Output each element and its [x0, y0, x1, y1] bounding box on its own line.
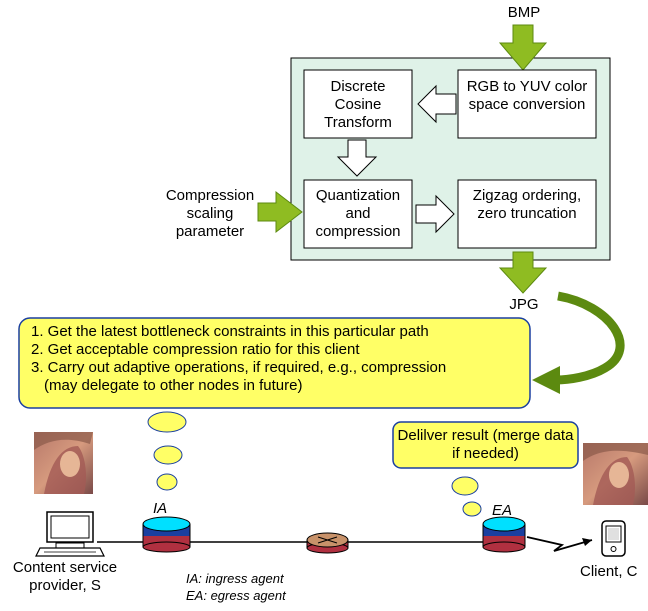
ia-router-icon [142, 516, 191, 553]
steps-note-text: 1. Get the latest bottleneck constraints… [31, 323, 526, 395]
step-3-text: 3. Carry out adaptive operations, if req… [31, 359, 447, 376]
dct-box [303, 69, 413, 139]
dct-label: Discrete Cosine Transform [324, 78, 392, 131]
ia-label: IA [153, 500, 168, 517]
ia-bubble-small [156, 473, 178, 491]
dct-to-quant-arrow [336, 139, 378, 177]
quantization-label: Quantization and compression [315, 187, 401, 240]
step-2-text: 2. Get acceptable compression ratio for … [31, 341, 360, 358]
rgb-to-yuv-label: RGB to YUV color space conversion [466, 78, 588, 113]
scaling-param-arrow [257, 190, 303, 234]
middle-router-icon [306, 532, 349, 554]
legend-ea-text: EA: egress agent [186, 588, 286, 603]
ea-bubble-medium [451, 476, 479, 496]
deliver-note-text: Delilver result (merge data if needed) [397, 427, 574, 462]
curved-return-arrowhead [532, 366, 560, 394]
zigzag-label: Zigzag ordering, zero truncation [472, 187, 582, 222]
ea-bubble-small [462, 501, 482, 517]
curved-return-arrow [555, 291, 625, 385]
server-computer-icon [35, 511, 105, 557]
server-label: Content service provider, S [12, 559, 118, 594]
rgb-to-dct-arrow [417, 84, 457, 124]
rgb-to-yuv-box [457, 69, 597, 139]
wireless-link-icon [526, 536, 593, 552]
lena-image-client [583, 443, 648, 505]
zigzag-box [457, 179, 597, 249]
step-1-text: 1. Get the latest bottleneck constraints… [31, 323, 429, 340]
jpg-output-arrow [498, 251, 548, 294]
step-3-continuation-text: (may delegate to other nodes in future) [44, 377, 303, 394]
deliver-note-box [392, 421, 579, 469]
quantization-box [303, 179, 413, 249]
quant-to-zigzag-arrow [415, 194, 455, 234]
legend-ia-text: IA: ingress agent [186, 571, 284, 586]
client-pda-icon [601, 520, 626, 557]
bmp-label: BMP [507, 4, 541, 21]
scaling-param-label: Compression scaling parameter [165, 187, 255, 240]
ia-bubble-large [147, 411, 187, 433]
ea-router-icon [482, 516, 526, 553]
lena-image-source [34, 432, 93, 494]
client-label: Client, C [580, 563, 638, 580]
ia-bubble-medium [153, 445, 183, 465]
bmp-input-arrow [498, 24, 548, 71]
steps-note-box [18, 317, 531, 409]
ea-label: EA [492, 502, 513, 519]
jpg-label: JPG [509, 296, 539, 313]
